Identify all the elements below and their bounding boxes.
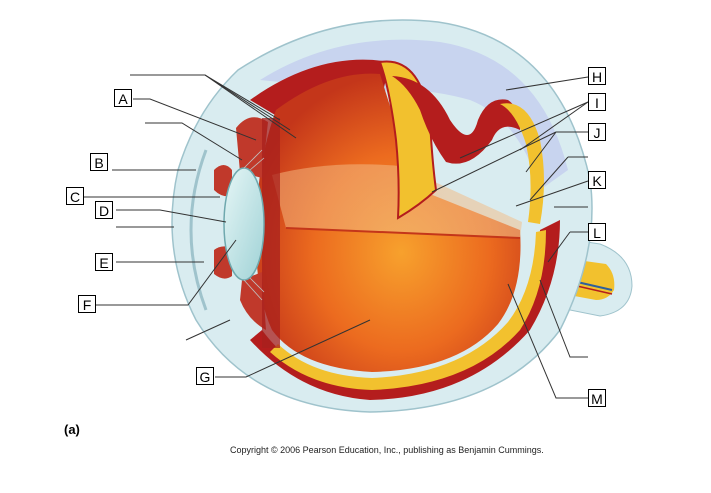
retina-back-strip xyxy=(500,103,544,224)
retina xyxy=(270,230,546,390)
label-a: A xyxy=(114,89,132,107)
choroid-flap xyxy=(392,76,520,164)
cut-plane xyxy=(272,164,522,238)
ciliary-body xyxy=(236,117,280,348)
leader-lines xyxy=(84,74,589,399)
choroid xyxy=(250,59,560,400)
suspensory-ligaments xyxy=(243,149,265,301)
label-i: I xyxy=(588,93,606,111)
copyright-notice: Copyright © 2006 Pearson Education, Inc.… xyxy=(230,445,544,455)
label-e: E xyxy=(95,253,113,271)
label-b: B xyxy=(90,153,108,171)
label-k: K xyxy=(588,171,606,189)
label-d: D xyxy=(95,201,113,219)
panel-tag: (a) xyxy=(64,422,80,437)
lens xyxy=(223,167,265,281)
label-g: G xyxy=(196,367,214,385)
label-m: M xyxy=(588,389,606,407)
label-l: L xyxy=(588,223,606,241)
label-f: F xyxy=(78,295,96,313)
label-j: J xyxy=(588,123,606,141)
label-c: C xyxy=(66,187,84,205)
label-h: H xyxy=(588,67,606,85)
cornea xyxy=(189,149,208,311)
